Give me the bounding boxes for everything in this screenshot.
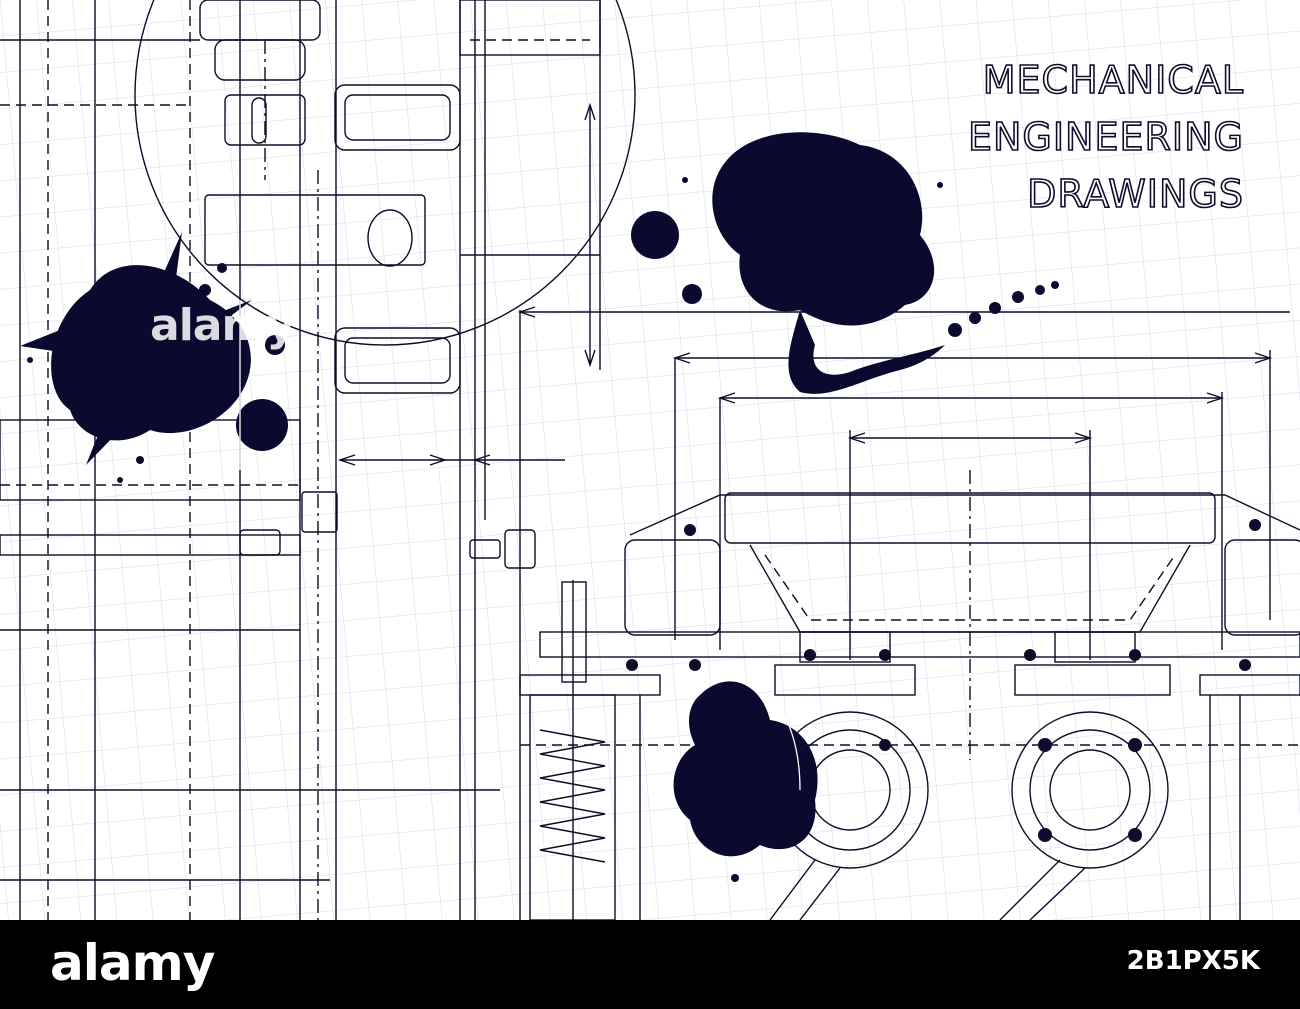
ink-blot-left: [51, 265, 251, 441]
mechanical-drawing: [0, 0, 1300, 920]
stock-footer-bar: alamy 2B1PX5K: [0, 920, 1300, 1009]
graph-paper-grid: [0, 0, 1300, 920]
ink-blot-bottom: [673, 681, 818, 857]
bolt-heads: [626, 519, 1261, 842]
drawing-layer: [0, 0, 1300, 920]
title-line-1: MECHANICAL: [982, 57, 1244, 103]
ink-blots: [20, 132, 1059, 882]
blueprint-artwork: MECHANICAL ENGINEERING DRAWINGS alamy: [0, 0, 1300, 920]
valve-flange-right: [1011, 711, 1169, 869]
large-circle-outline: [134, 0, 636, 346]
hopper-body: [629, 494, 1300, 536]
title-line-3: DRAWINGS: [1026, 171, 1244, 217]
ink-blot-top: [712, 132, 935, 326]
image-id: 2B1PX5K: [1126, 946, 1260, 976]
title-line-2: ENGINEERING: [967, 114, 1244, 160]
brand-logo[interactable]: alamy: [50, 934, 215, 992]
stock-watermark: alamy: [150, 300, 295, 351]
